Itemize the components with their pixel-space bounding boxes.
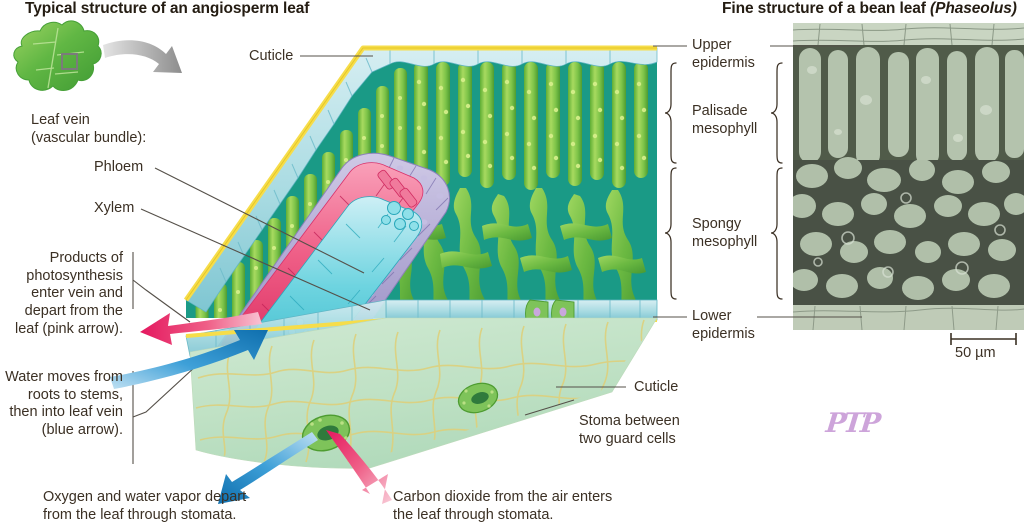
label-stoma-line2: two guard cells bbox=[579, 431, 676, 447]
label-xylem: Xylem bbox=[94, 200, 135, 216]
leader-phloem bbox=[154, 167, 365, 274]
right-panel-title: Fine structure of a bean leaf (Phaseolus… bbox=[722, 0, 1017, 19]
label-lower-epidermis: Lower epidermis bbox=[692, 308, 755, 342]
brace-spongy-right bbox=[770, 167, 783, 300]
label-cuticle-top: Cuticle bbox=[249, 48, 294, 64]
label-upper-epidermis: Upper epidermis bbox=[692, 37, 755, 71]
right-panel-title-species: (Phaseolus) bbox=[930, 0, 1017, 17]
watermark: PTP bbox=[824, 408, 880, 439]
scale-bar-label: 50 µm bbox=[955, 345, 996, 361]
label-leaf-vein-line2: (vascular bundle): bbox=[31, 130, 147, 146]
label-oxygen-note: Oxygen and water vapor depart from the l… bbox=[43, 489, 247, 523]
label-spongy-mesophyll: Spongy mesophyll bbox=[692, 216, 758, 250]
blue-arrow-oxygen-out bbox=[218, 432, 318, 504]
pink-arrow-products-out bbox=[140, 312, 262, 345]
leader-stoma bbox=[524, 399, 575, 416]
label-stoma-line1: Stoma between bbox=[579, 413, 680, 429]
right-leader-lines bbox=[653, 45, 862, 318]
brace-spongy-left bbox=[664, 167, 677, 300]
upper-epidermis-layer bbox=[183, 45, 658, 313]
left-panel-title: Typical structure of an angiosperm leaf bbox=[25, 0, 310, 17]
blue-arrow-water-in bbox=[110, 330, 268, 389]
label-leaf-vein-line1: Leaf vein bbox=[31, 112, 90, 128]
brace-palisade-left bbox=[664, 62, 677, 164]
left-leader-lines bbox=[132, 55, 626, 464]
pink-arrow-co2-in bbox=[326, 430, 392, 504]
flow-arrows bbox=[110, 312, 392, 504]
label-palisade-mesophyll: Palisade mesophyll bbox=[692, 103, 758, 137]
right-panel-title-plain: Fine structure of a bean leaf bbox=[722, 0, 931, 17]
label-water-note: Water moves from roots to stems, then in… bbox=[5, 369, 123, 439]
label-phloem: Phloem bbox=[94, 159, 144, 175]
magnify-pointer-arrow bbox=[103, 40, 182, 73]
leader-xylem bbox=[140, 208, 371, 311]
bracket-water-arm bbox=[132, 365, 197, 418]
scale-bar bbox=[950, 333, 1017, 345]
label-cuticle-bottom: Cuticle bbox=[634, 379, 679, 395]
magnified-region-box bbox=[61, 53, 78, 70]
brace-palisade-right bbox=[770, 62, 783, 164]
bean-leaf-micrograph bbox=[793, 23, 1024, 330]
bracket-products-arm bbox=[132, 279, 191, 323]
label-co2-note: Carbon dioxide from the air enters the l… bbox=[393, 489, 613, 523]
label-products-note: Products of photosynthesis enter vein an… bbox=[15, 250, 123, 337]
leaf-cross-section bbox=[183, 45, 658, 469]
stoma-surface-view-2 bbox=[457, 382, 499, 414]
leaf-thumbnail-icon bbox=[13, 20, 102, 92]
